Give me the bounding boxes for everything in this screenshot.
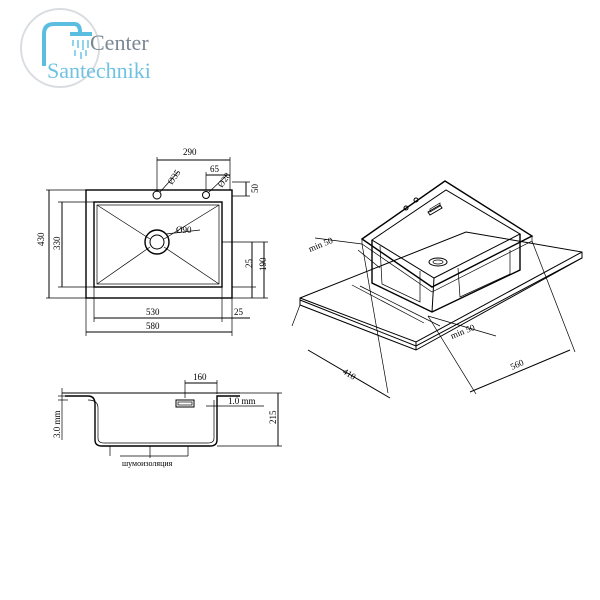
dim-190: 190 [258, 257, 268, 271]
dim-1mm: 1.0 mm [228, 396, 256, 406]
dim-410: 410 [341, 366, 358, 382]
dim-d35: Ø35 [165, 167, 182, 186]
dim-min50-bottom: min 50 [449, 322, 477, 341]
sink-bowl-outline [93, 201, 223, 288]
faucet-hole-35 [152, 190, 162, 200]
iso-drain [428, 257, 448, 267]
brand-logo: Center Santechniki [20, 8, 180, 92]
logo-text-center: Center [90, 30, 149, 55]
label-insulation: шумоизоляция [122, 459, 173, 468]
overflow-slot [175, 399, 195, 408]
sink-profile [65, 395, 240, 447]
dim-330: 330 [52, 236, 62, 250]
dim-65: 65 [210, 164, 220, 174]
top-view: 290 Ø35 65 Ø28 50 430 330 Ø90 25 [36, 147, 268, 336]
isometric-view: min 50 min 50 410 560 [291, 180, 583, 399]
dim-160: 160 [193, 372, 207, 382]
dim-25-right: 25 [244, 259, 254, 269]
drain-hole [144, 229, 170, 255]
logo-text-santechniki: Santechniki [47, 58, 151, 83]
dim-25-bottom: 25 [234, 307, 244, 317]
dim-430: 430 [36, 232, 46, 246]
dim-50: 50 [250, 184, 260, 194]
iso-overflow [427, 204, 443, 216]
dim-d90: Ø90 [176, 225, 192, 235]
section-view: 160 1.0 mm 3.0 mm 215 шумоизоляция [52, 372, 282, 468]
shower-icon [42, 22, 92, 66]
dim-580: 580 [146, 321, 160, 331]
logo-circle [20, 8, 100, 88]
dim-min50-top: min 50 [307, 235, 335, 254]
dim-3mm: 3.0 mm [52, 410, 62, 438]
sink-outer-frame [85, 189, 233, 299]
dim-215: 215 [268, 410, 278, 424]
dim-290: 290 [183, 147, 197, 157]
faucet-hole-28 [202, 191, 210, 199]
sink-bowl-inner [96, 204, 220, 285]
dim-530: 530 [146, 307, 160, 317]
